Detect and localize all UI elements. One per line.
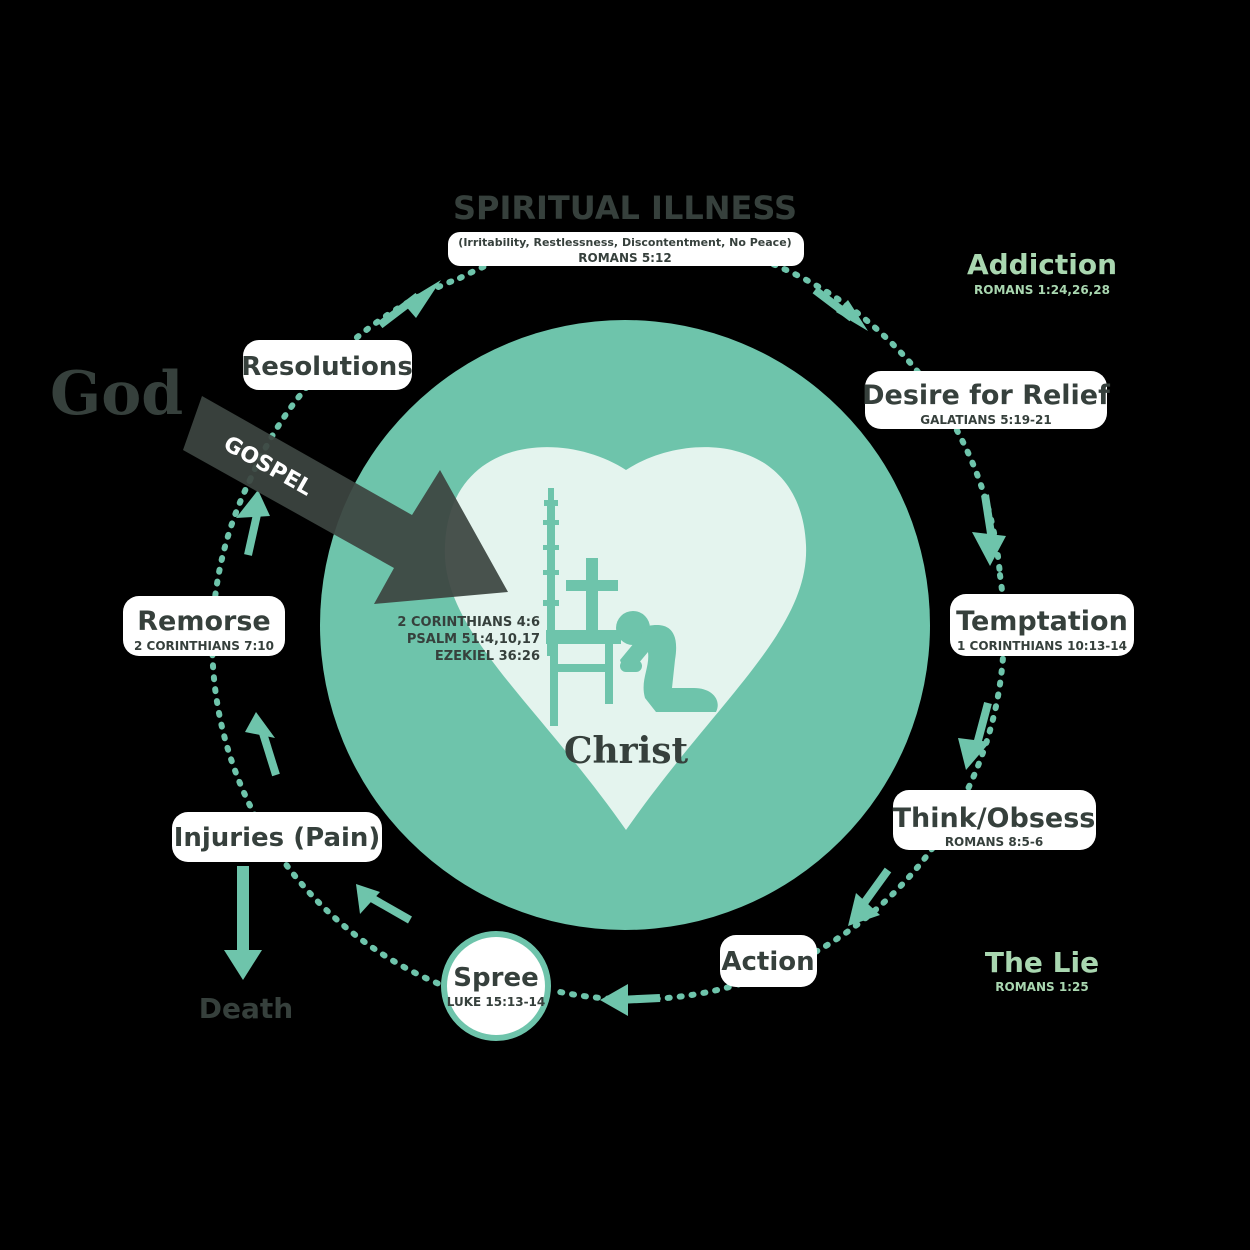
cycle-node-resolutions: Resolutions (241, 340, 413, 390)
death-label: Death (199, 992, 293, 1025)
addiction-label: Addiction (967, 248, 1117, 281)
cycle-node-remorse: Remorse 2 CORINTHIANS 7:10 (123, 596, 285, 656)
cycle-node-label: Resolutions (241, 352, 413, 382)
addiction-reference: ROMANS 1:24,26,28 (974, 283, 1110, 297)
center-reference: 2 CORINTHIANS 4:6 (397, 615, 540, 630)
throne-icon (543, 488, 621, 726)
cycle-node-label: Think/Obsess (893, 803, 1096, 834)
cycle-node-reference: LUKE 15:13-14 (447, 995, 546, 1009)
cycle-arrows (236, 280, 1006, 1016)
arrow-to-top-icon (403, 280, 441, 318)
death-arrow (224, 866, 262, 980)
god-label: God (50, 359, 183, 429)
arrow-to-action-icon (848, 893, 880, 926)
cycle-node-think: Think/Obsess ROMANS 8:5-6 (893, 790, 1096, 850)
header-subtitle-pill (448, 232, 804, 266)
center-reference: EZEKIEL 36:26 (435, 649, 540, 664)
header-title: SPIRITUAL ILLNESS (453, 189, 797, 227)
arrow-to-temptation-icon (972, 532, 1006, 566)
cycle-node-label: Temptation (956, 606, 1128, 637)
cycle-node-label: Spree (453, 963, 538, 993)
cycle-node-action: Action (720, 935, 817, 987)
center-references: 2 CORINTHIANS 4:6 PSALM 51:4,10,17 EZEKI… (397, 615, 540, 664)
cycle-node-label: Action (721, 947, 814, 977)
the-lie-reference: ROMANS 1:25 (995, 980, 1088, 994)
header-subtitle: (Irritability, Restlessness, Discontentm… (458, 236, 791, 249)
cycle-node-label: Remorse (137, 606, 270, 637)
cycle-node-spree: Spree LUKE 15:13-14 (441, 931, 551, 1041)
cycle-node-reference: 2 CORINTHIANS 7:10 (134, 639, 274, 653)
kneeling-person-icon (616, 611, 718, 712)
arrow-to-death-icon (224, 950, 262, 980)
cycle-node-label: Desire for Relief (862, 380, 1110, 411)
cycle-node-desire: Desire for Relief GALATIANS 5:19-21 (862, 371, 1110, 429)
header-reference: ROMANS 5:12 (578, 251, 671, 265)
cycle-node-temptation: Temptation 1 CORINTHIANS 10:13-14 (950, 594, 1134, 656)
cycle-node-reference: ROMANS 8:5-6 (945, 835, 1043, 849)
arrow-to-spree-icon (600, 984, 628, 1016)
center-reference: PSALM 51:4,10,17 (407, 632, 540, 647)
christ-label: Christ (564, 730, 689, 772)
cycle-node-reference: GALATIANS 5:19-21 (920, 413, 1051, 427)
cycle-node-injuries: Injuries (Pain) (172, 812, 382, 862)
cycle-node-reference: 1 CORINTHIANS 10:13-14 (957, 639, 1127, 653)
the-lie-label: The Lie (985, 946, 1099, 979)
arrow-to-think-icon (958, 738, 990, 770)
cycle-node-label: Injuries (Pain) (174, 823, 381, 853)
cross-icon (566, 558, 618, 634)
arrow-to-remorse-icon (245, 712, 275, 738)
